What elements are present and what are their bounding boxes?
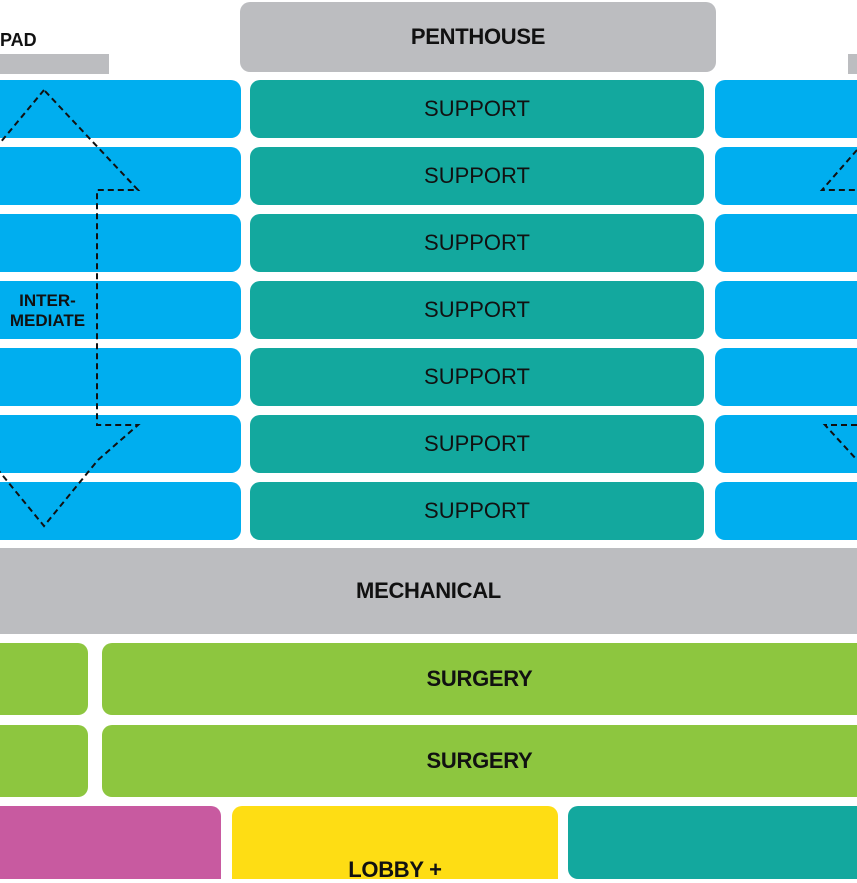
helipad-text: PAD <box>0 30 37 51</box>
ground-magenta-block <box>0 806 221 879</box>
support-block: SUPPORT <box>250 348 704 406</box>
intermediate-floor-block <box>0 80 241 138</box>
support-label: SUPPORT <box>424 431 530 456</box>
ground-teal-block <box>568 806 857 879</box>
mechanical-block: MECHANICAL <box>0 548 857 634</box>
support-label: SUPPORT <box>424 297 530 322</box>
helipad-bar <box>0 54 109 74</box>
intermediate-floor-block <box>0 281 241 339</box>
support-block: SUPPORT <box>250 80 704 138</box>
intermediate-floor-block <box>0 147 241 205</box>
intermediate-floor-block <box>0 482 241 540</box>
support-block: SUPPORT <box>250 214 704 272</box>
intermediate-label: INTER- MEDIATE <box>0 286 95 336</box>
surgery-block-2: SURGERY <box>102 725 857 797</box>
mechanical-label: MECHANICAL <box>356 578 501 603</box>
right-arrow-lower <box>822 424 857 461</box>
surgery-block-1: SURGERY <box>102 643 857 715</box>
left-circulation-arrow <box>0 89 141 528</box>
intermediate-line-1: INTER- <box>19 290 76 310</box>
intermediate-line-2: MEDIATE <box>9 311 86 330</box>
penthouse-block: PENTHOUSE <box>240 2 716 72</box>
support-block: SUPPORT <box>250 415 704 473</box>
lobby-label: LOBBY + <box>348 857 442 882</box>
right-floor-block <box>715 348 857 406</box>
penthouse-label: PENTHOUSE <box>410 24 546 49</box>
helipad-label: PAD <box>0 28 60 54</box>
right-floor-block <box>715 482 857 540</box>
right-arrow-upper <box>819 149 857 191</box>
right-floor-block <box>715 281 857 339</box>
right-floor-block <box>715 214 857 272</box>
support-block: SUPPORT <box>250 281 704 339</box>
support-label: SUPPORT <box>424 163 530 188</box>
surgery-left-block-1 <box>0 643 88 715</box>
lobby-block: LOBBY + <box>232 806 558 882</box>
support-block: SUPPORT <box>250 147 704 205</box>
support-block: SUPPORT <box>250 482 704 540</box>
surgery-label-2: SURGERY <box>426 748 533 773</box>
surgery-left-block-2 <box>0 725 88 797</box>
support-label: SUPPORT <box>424 96 530 121</box>
right-roof-bar <box>848 54 857 74</box>
surgery-label-1: SURGERY <box>426 666 533 691</box>
support-label: SUPPORT <box>424 230 530 255</box>
right-floor-block <box>715 80 857 138</box>
intermediate-floor-block <box>0 214 241 272</box>
support-label: SUPPORT <box>424 364 530 389</box>
support-label: SUPPORT <box>424 498 530 523</box>
intermediate-floor-block <box>0 348 241 406</box>
